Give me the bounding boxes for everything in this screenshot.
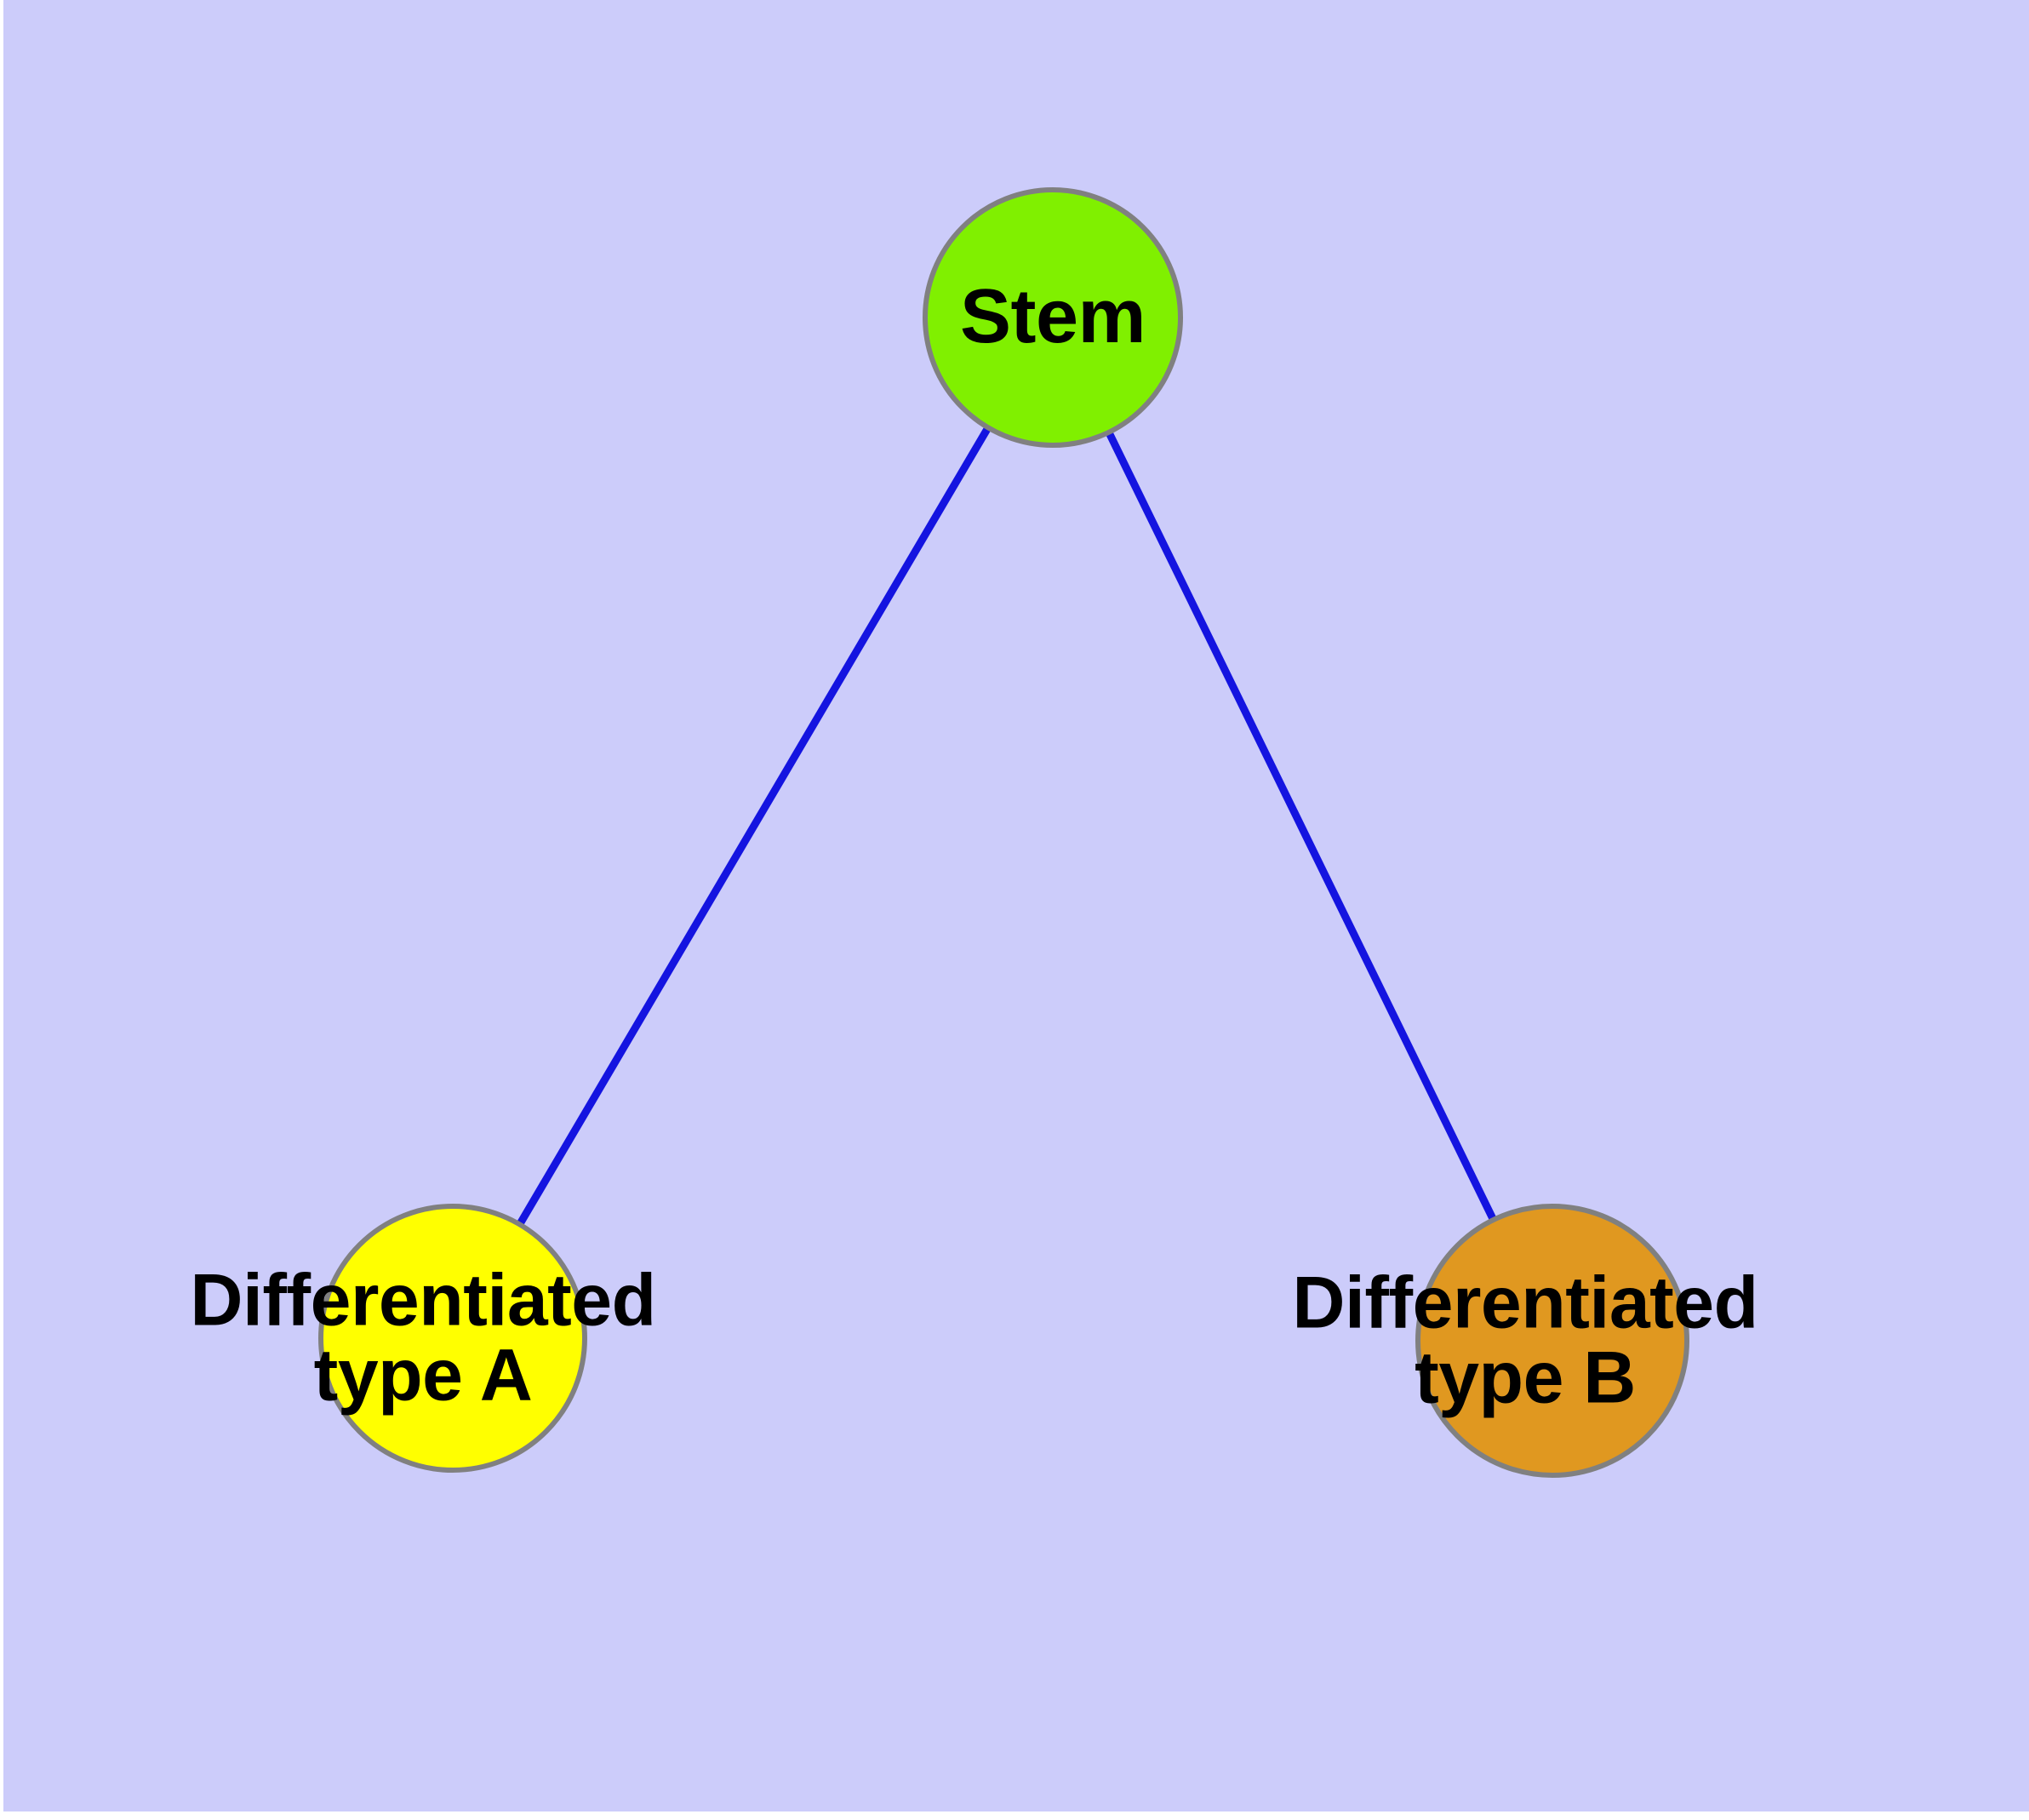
- node-differentiated-type-b[interactable]: [1415, 1204, 1689, 1478]
- edge-layer: [516, 426, 1497, 1227]
- edge-stem-to-diff-b[interactable]: [1105, 430, 1497, 1222]
- node-layer: [318, 187, 1689, 1478]
- node-stem[interactable]: [923, 187, 1183, 448]
- node-differentiated-type-a[interactable]: [318, 1204, 587, 1473]
- edge-stem-to-diff-a[interactable]: [516, 426, 992, 1227]
